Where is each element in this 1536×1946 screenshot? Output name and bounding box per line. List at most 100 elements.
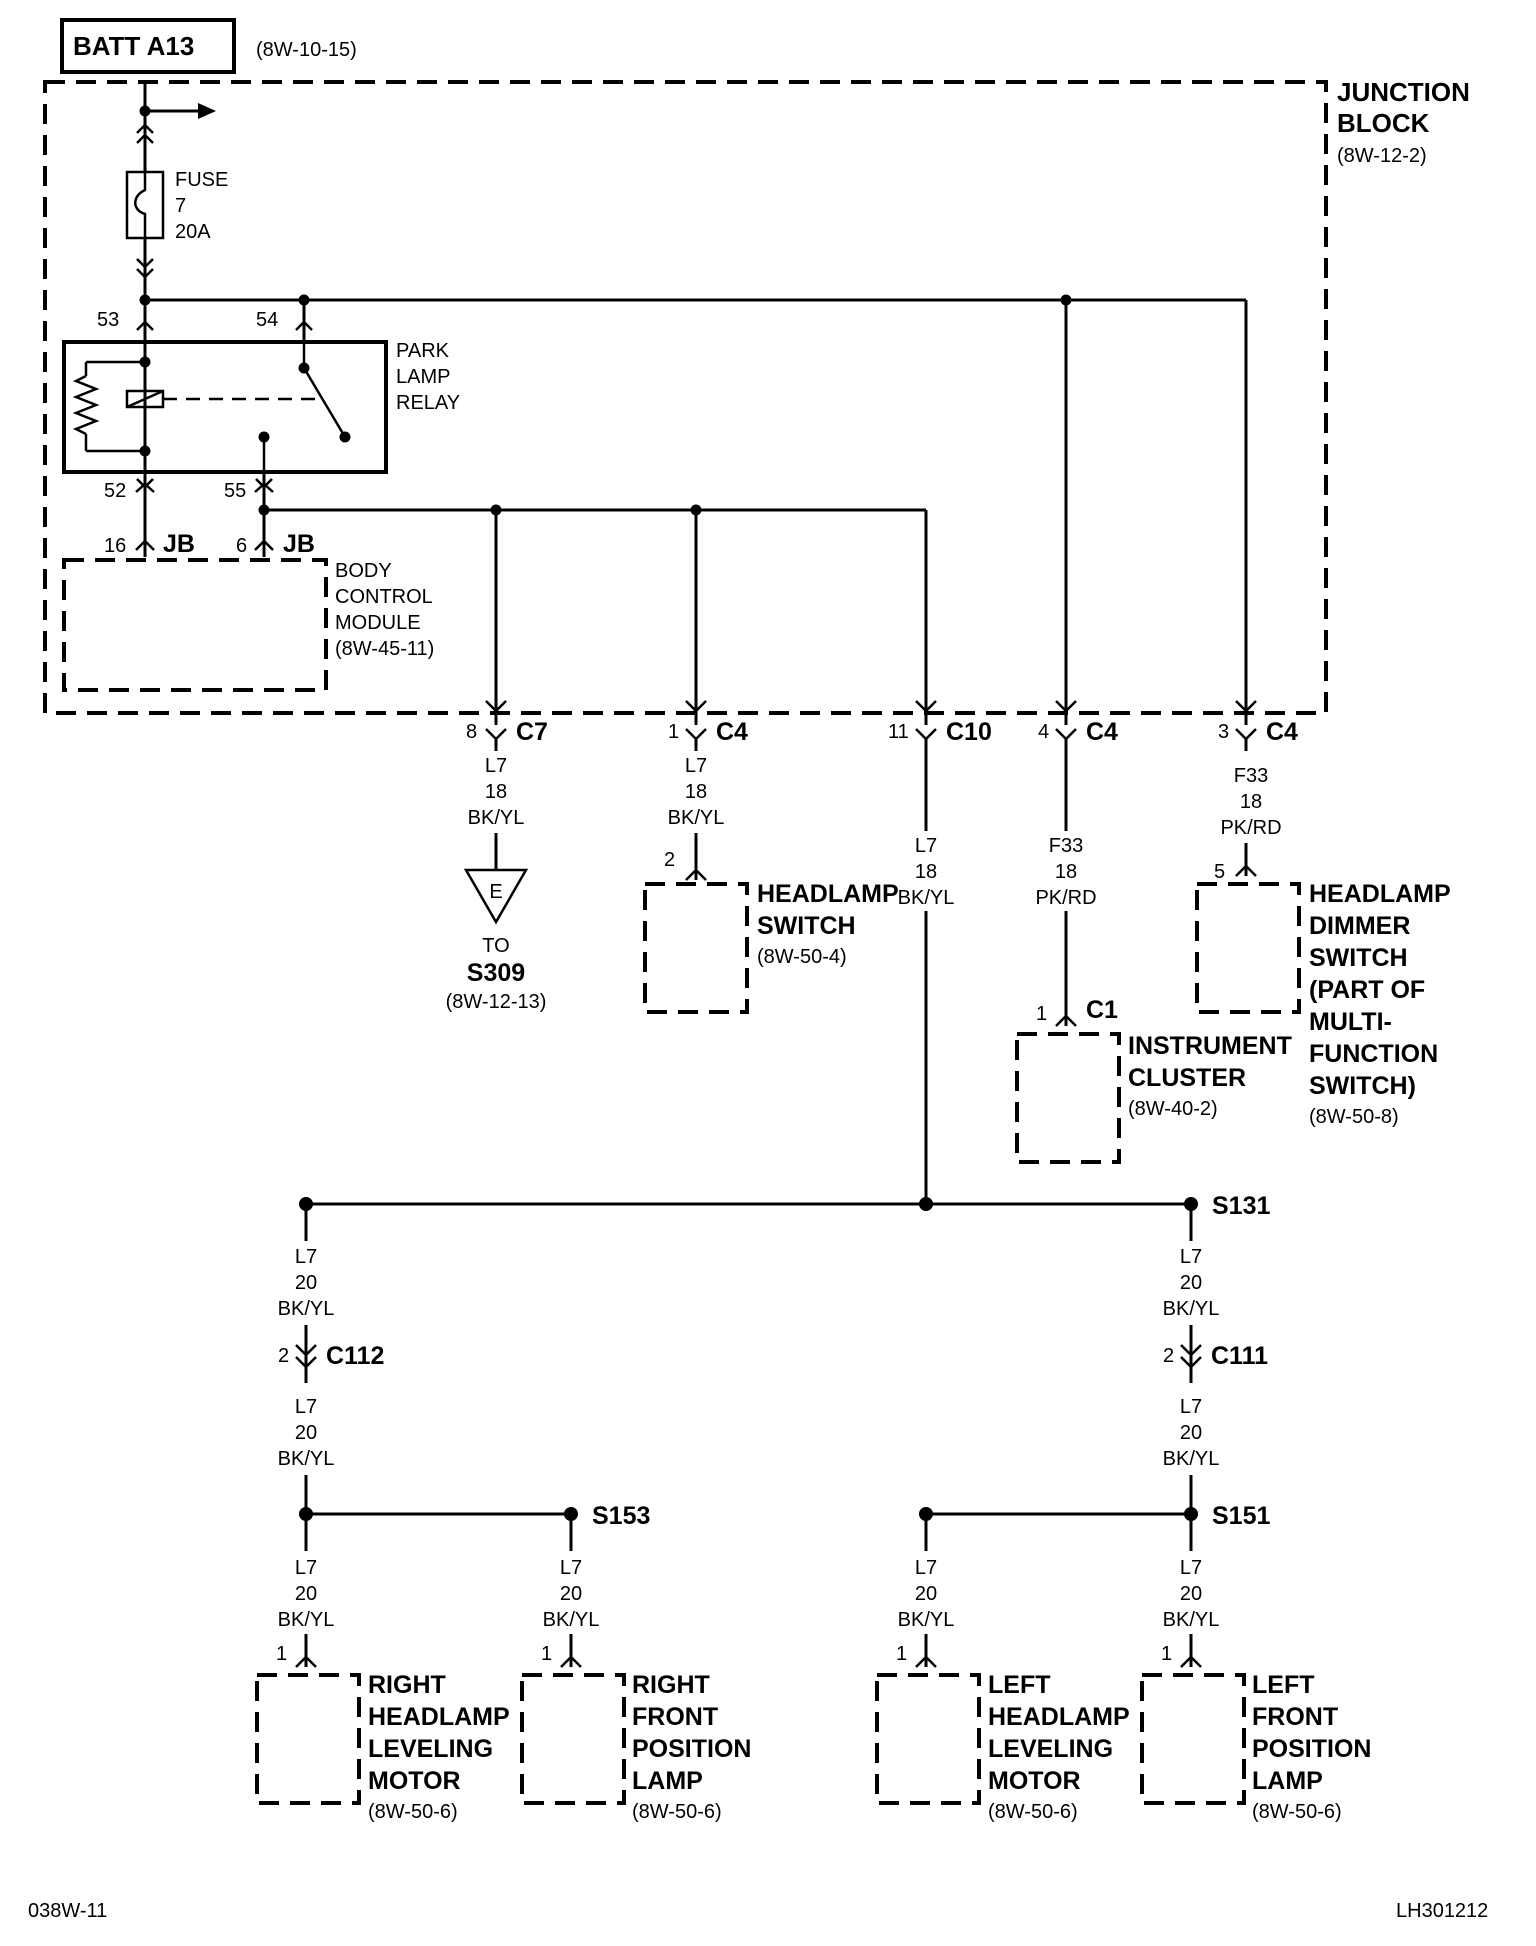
c4b-pin: 4 bbox=[1038, 721, 1049, 743]
relay-label-1: PARK bbox=[396, 340, 450, 362]
instrument-cluster-label-2: CLUSTER bbox=[1128, 1064, 1246, 1092]
left-leveling-label-4: MOTOR bbox=[988, 1767, 1081, 1795]
bcm-pin-6-conn: JB bbox=[283, 530, 315, 558]
right-position-ref: (8W-50-6) bbox=[632, 1801, 722, 1823]
left-leveling-label-2: HEADLAMP bbox=[988, 1703, 1130, 1731]
s153-bus bbox=[299, 1475, 578, 1551]
w8-circuit: L7 bbox=[1180, 1246, 1202, 1268]
ground-splice: S309 bbox=[467, 959, 525, 987]
c7-name: C7 bbox=[516, 718, 548, 746]
w10-color: BK/YL bbox=[278, 1609, 335, 1631]
w10-gauge: 20 bbox=[295, 1583, 317, 1605]
body-control-module-box bbox=[62, 558, 328, 692]
ground-symbol-letter: E bbox=[489, 881, 502, 903]
c7-branch bbox=[463, 739, 529, 925]
dimmer-switch-box bbox=[1195, 882, 1301, 1014]
headlamp-switch-ref: (8W-50-4) bbox=[757, 946, 847, 968]
footer-right-id: LH301212 bbox=[1396, 1900, 1488, 1922]
top-bus bbox=[139, 294, 1248, 725]
relay-internals bbox=[72, 300, 351, 472]
left-position-label-3: POSITION bbox=[1252, 1735, 1371, 1763]
w5-gauge: 18 bbox=[1240, 791, 1262, 813]
fuse-label-1: FUSE bbox=[175, 169, 228, 191]
c4c-pin: 3 bbox=[1218, 721, 1229, 743]
c4b-name: C4 bbox=[1086, 718, 1118, 746]
dimmer-switch-label-6: FUNCTION bbox=[1309, 1040, 1438, 1068]
w13-gauge: 20 bbox=[1180, 1583, 1202, 1605]
fuse-label-3: 20A bbox=[175, 221, 211, 243]
relay-label-3: RELAY bbox=[396, 392, 460, 414]
w12-gauge: 20 bbox=[915, 1583, 937, 1605]
w5-color: PK/RD bbox=[1220, 817, 1281, 839]
left-leveling-ref: (8W-50-6) bbox=[988, 1801, 1078, 1823]
w9-gauge: 20 bbox=[1180, 1422, 1202, 1444]
headlamp-switch-label-1: HEADLAMP bbox=[757, 880, 899, 908]
c112-connector bbox=[295, 1325, 317, 1383]
battery-feed bbox=[136, 82, 216, 172]
second-bus bbox=[264, 504, 1257, 725]
s151-bus bbox=[919, 1475, 1198, 1551]
w8-color: BK/YL bbox=[1163, 1298, 1220, 1320]
fuse-symbol bbox=[125, 170, 165, 240]
instrument-cluster-pin: 1 bbox=[1036, 1003, 1047, 1025]
w9-color: BK/YL bbox=[1163, 1448, 1220, 1470]
right-leveling-motor-box bbox=[255, 1673, 361, 1805]
splice-s131: S131 bbox=[1212, 1192, 1270, 1220]
bcm-pin-6: 6 bbox=[236, 535, 247, 557]
park-lamp-relay-box bbox=[62, 340, 388, 474]
left-position-label-4: LAMP bbox=[1252, 1767, 1323, 1795]
headlamp-switch-label-2: SWITCH bbox=[757, 912, 856, 940]
w4-color: PK/RD bbox=[1035, 887, 1096, 909]
relay-label-2: LAMP bbox=[396, 366, 450, 388]
right-position-label-1: RIGHT bbox=[632, 1671, 710, 1699]
w13-circuit: L7 bbox=[1180, 1557, 1202, 1579]
headlamp-switch-pin: 2 bbox=[664, 849, 675, 871]
w7-circuit: L7 bbox=[295, 1396, 317, 1418]
w1-gauge: 18 bbox=[485, 781, 507, 803]
right-position-label-4: LAMP bbox=[632, 1767, 703, 1795]
w6-gauge: 20 bbox=[295, 1272, 317, 1294]
left-leveling-motor-box bbox=[875, 1673, 981, 1805]
right-leveling-label-2: HEADLAMP bbox=[368, 1703, 510, 1731]
bottom-connectors bbox=[295, 1634, 1202, 1668]
right-leveling-label-4: MOTOR bbox=[368, 1767, 461, 1795]
relay-pin-55: 55 bbox=[224, 480, 246, 502]
w10-circuit: L7 bbox=[295, 1557, 317, 1579]
w7-color: BK/YL bbox=[278, 1448, 335, 1470]
ground-to: TO bbox=[482, 935, 509, 957]
headlamp-switch-box bbox=[643, 882, 749, 1014]
jb-output-connectors bbox=[485, 728, 1257, 741]
w1-circuit: L7 bbox=[485, 755, 507, 777]
w5-circuit: F33 bbox=[1234, 765, 1268, 787]
c7-pin: 8 bbox=[466, 721, 477, 743]
right-position-label-3: POSITION bbox=[632, 1735, 751, 1763]
dimmer-switch-label-3: SWITCH bbox=[1309, 944, 1408, 972]
left-position-lamp-box bbox=[1140, 1673, 1246, 1805]
c111-connector bbox=[1180, 1325, 1202, 1383]
c4b-branch bbox=[1055, 739, 1077, 1027]
right-leveling-ref: (8W-50-6) bbox=[368, 1801, 458, 1823]
dimmer-switch-label-4: (PART OF bbox=[1309, 976, 1425, 1004]
c4a-name: C4 bbox=[716, 718, 748, 746]
w11-color: BK/YL bbox=[543, 1609, 600, 1631]
relay-outputs bbox=[135, 472, 274, 557]
w9-circuit: L7 bbox=[1180, 1396, 1202, 1418]
w4-gauge: 18 bbox=[1055, 861, 1077, 883]
bcm-label-3: MODULE bbox=[335, 612, 421, 634]
c111-pin: 2 bbox=[1163, 1345, 1174, 1367]
right-position-pin: 1 bbox=[541, 1643, 552, 1665]
c4a-pin: 1 bbox=[668, 721, 679, 743]
dimmer-switch-label-1: HEADLAMP bbox=[1309, 880, 1451, 908]
c4c-branch bbox=[1235, 739, 1257, 877]
c111-name: C111 bbox=[1211, 1342, 1268, 1370]
c10-pin: 11 bbox=[888, 721, 909, 743]
w8-gauge: 20 bbox=[1180, 1272, 1202, 1294]
right-leveling-label-1: RIGHT bbox=[368, 1671, 446, 1699]
w6-color: BK/YL bbox=[278, 1298, 335, 1320]
footer-left-id: 038W-11 bbox=[28, 1900, 107, 1922]
w2-color: BK/YL bbox=[668, 807, 725, 829]
left-position-ref: (8W-50-6) bbox=[1252, 1801, 1342, 1823]
w2-gauge: 18 bbox=[685, 781, 707, 803]
junction-block-outline bbox=[43, 80, 1328, 715]
c4c-name: C4 bbox=[1266, 718, 1298, 746]
